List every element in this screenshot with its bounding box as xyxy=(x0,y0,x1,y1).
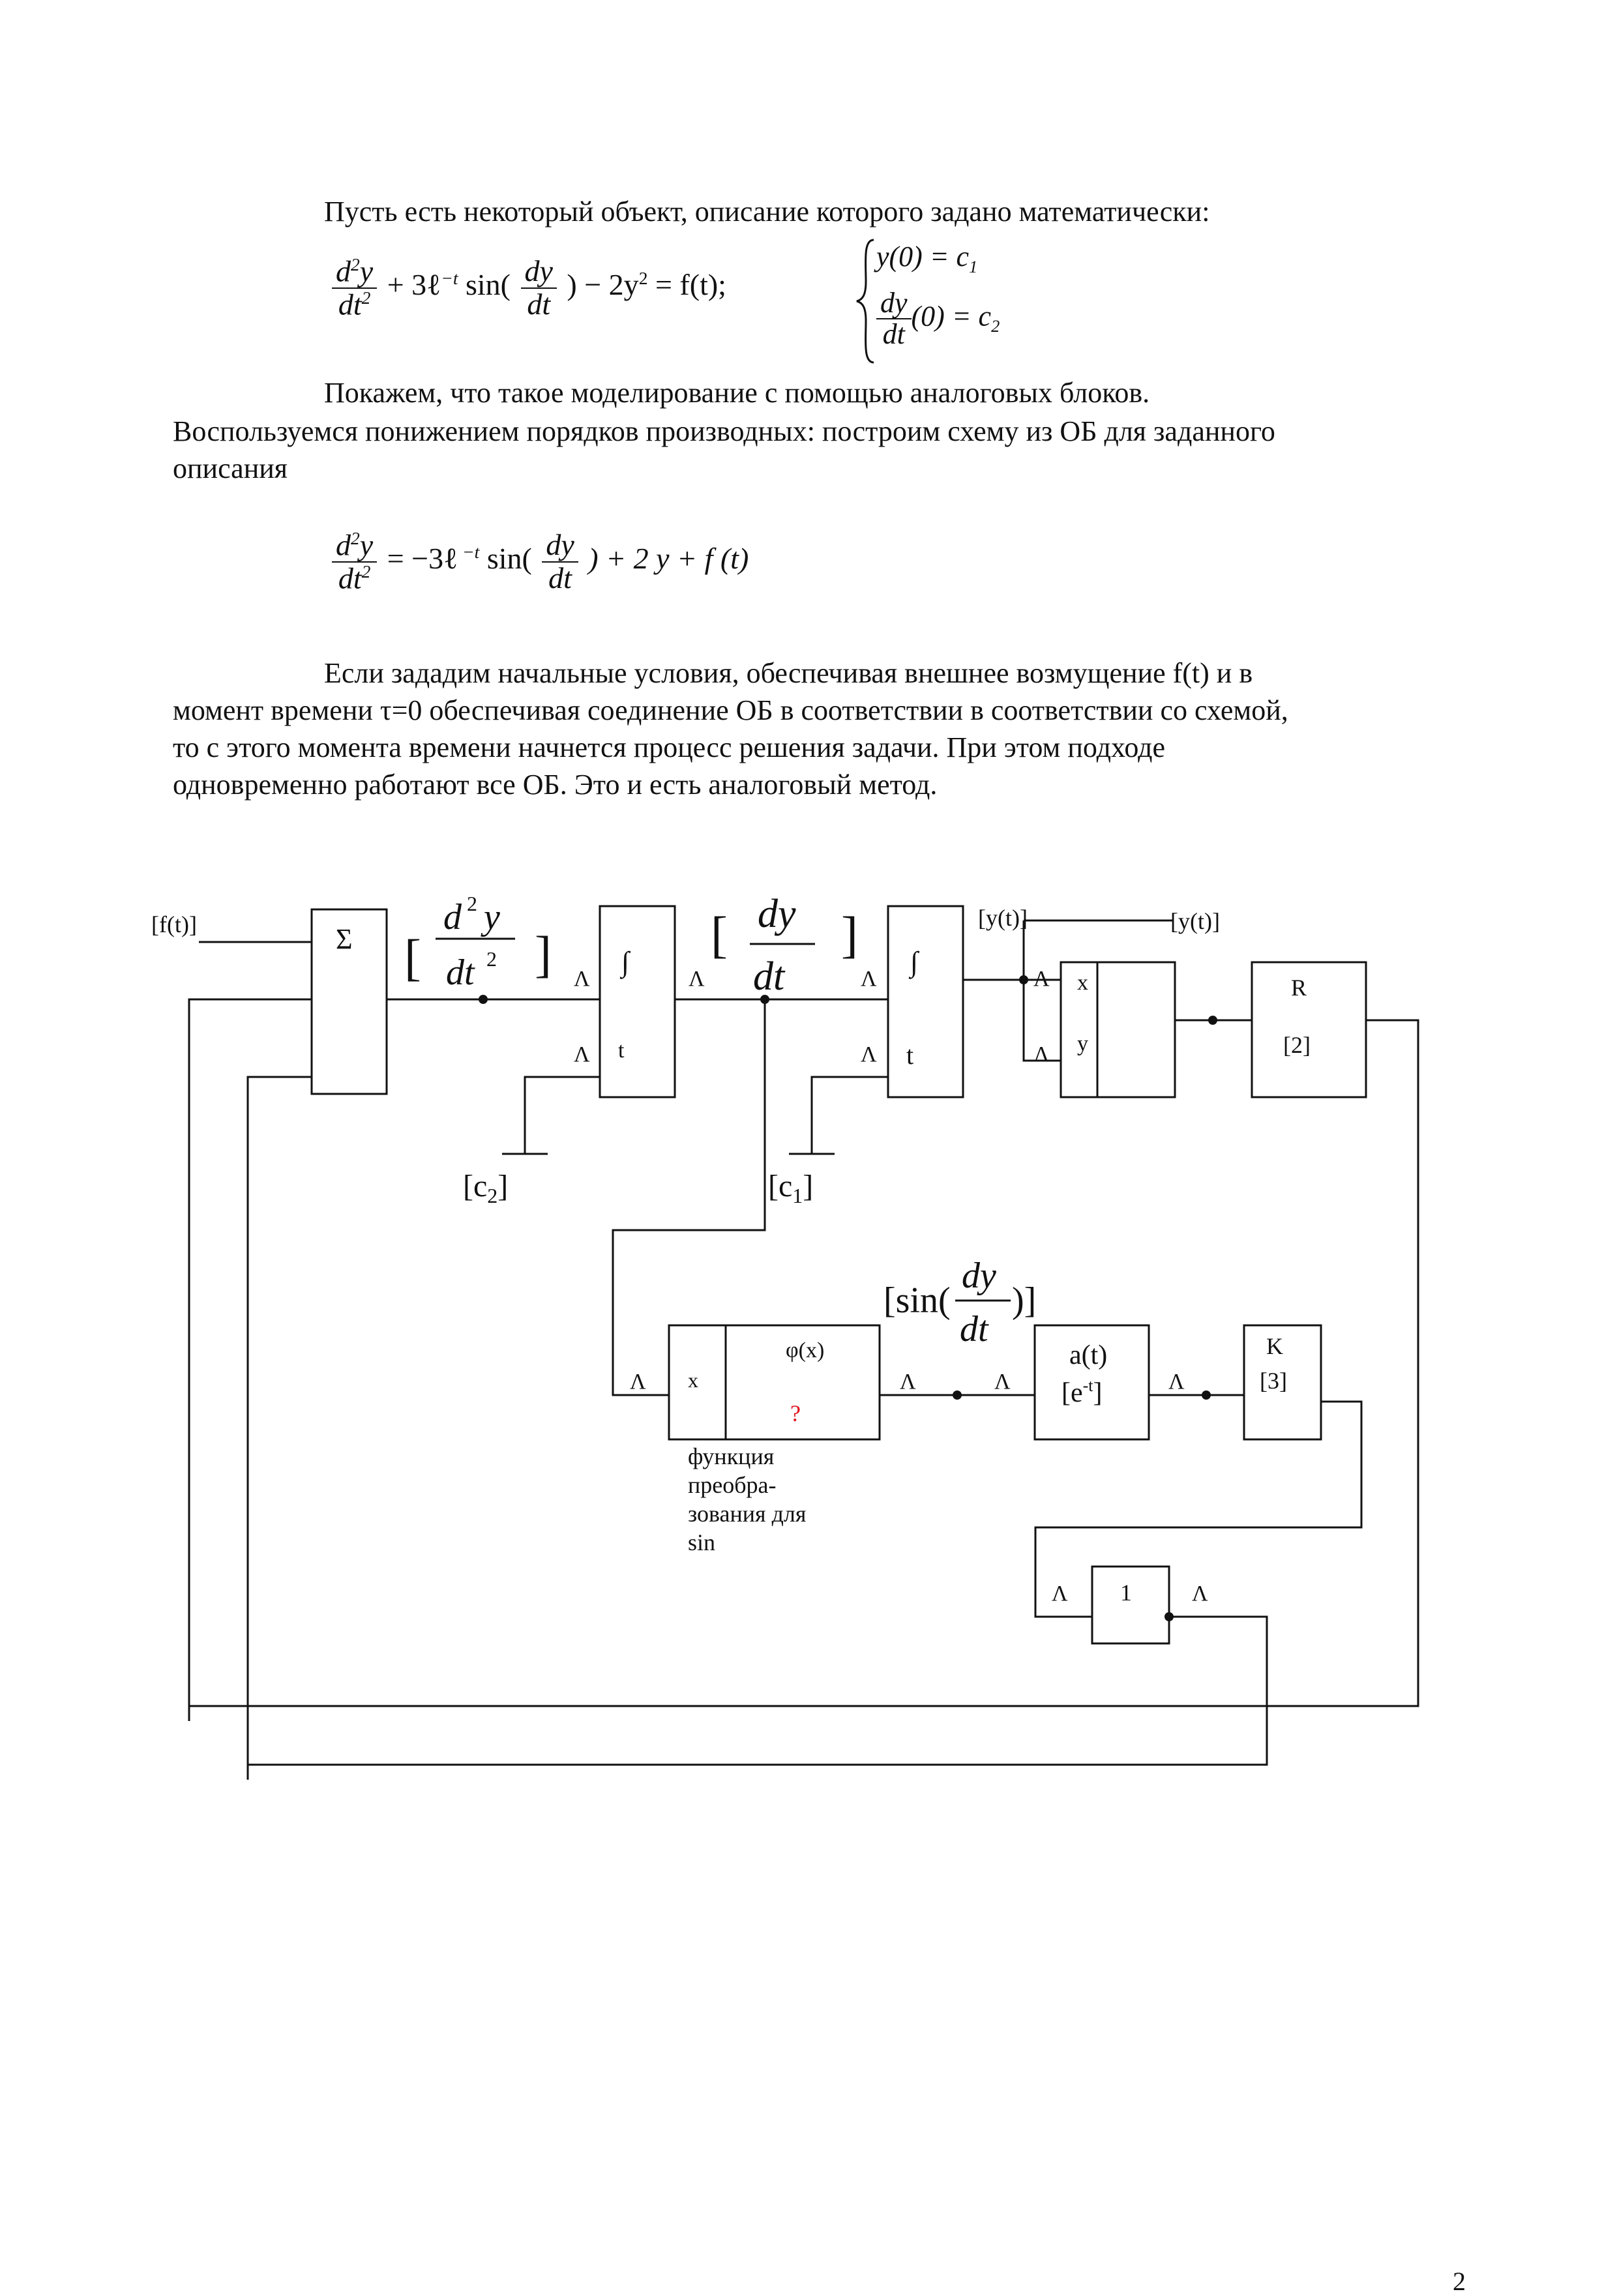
lambda-mark: Λ xyxy=(861,967,877,991)
junction-dot xyxy=(953,1391,962,1400)
c1-label: [c1] xyxy=(768,1169,813,1207)
lambda-mark: Λ xyxy=(994,1370,1011,1394)
inverter-label: 1 xyxy=(1120,1580,1132,1606)
dy-bracket-left: [ xyxy=(711,906,728,963)
phi-label: φ(x) xyxy=(786,1338,824,1362)
equation-1: d2y dt2 + 3ℓ−t sin( dy dt ) − 2y2 = f(t)… xyxy=(329,255,726,320)
d2y-num-d: d xyxy=(443,897,462,937)
k-param: [3] xyxy=(1260,1368,1287,1394)
y-output-label: [y(t)] xyxy=(978,905,1028,931)
r-block xyxy=(1251,961,1367,1098)
d2y-den-sup: 2 xyxy=(486,947,497,971)
eq1-dy-fraction: dy dt xyxy=(520,256,557,320)
sin-label-open: [sin( xyxy=(883,1280,951,1321)
integrator-1-block xyxy=(599,905,676,1098)
junction-dot xyxy=(1019,975,1028,984)
lambda-mark: Λ xyxy=(861,1042,877,1067)
eq1-mid: + 3ℓ xyxy=(387,268,441,302)
d2y-bracket-left: [ xyxy=(404,929,421,986)
lambda-mark: Λ xyxy=(630,1370,646,1394)
if-line-1: Если зададим начальные условия, обеспечи… xyxy=(324,657,1253,689)
show-line-2: Воспользуемся понижением порядков произв… xyxy=(173,415,1275,447)
dy-den: dt xyxy=(753,954,786,999)
mult-x-label: x xyxy=(1077,971,1088,995)
f-input-label: [f(t)] xyxy=(151,911,197,937)
junction-dot xyxy=(1165,1612,1174,1621)
sin-label-close: )] xyxy=(1012,1280,1036,1321)
c2-label: [c2] xyxy=(463,1169,508,1207)
integrator-2-t: t xyxy=(906,1040,913,1070)
k-block xyxy=(1243,1324,1322,1441)
lambda-mark: Λ xyxy=(1168,1370,1185,1394)
eq2-d2y-fraction: d2y dt2 xyxy=(332,529,378,594)
integral-2-symbol: ∫ xyxy=(908,946,920,979)
dy-num: dy xyxy=(758,892,796,936)
d2y-num-y: y xyxy=(481,897,500,937)
lambda-mark: Λ xyxy=(900,1370,916,1394)
if-line-4: одновременно работают все ОБ. Это и есть… xyxy=(173,769,938,801)
if-line-3: то с этого момента времени начнется проц… xyxy=(173,731,1165,763)
a-block xyxy=(1033,1324,1150,1441)
page-number: 2 xyxy=(1453,2267,1466,2296)
eq1-d2y-fraction: d2y dt2 xyxy=(332,255,378,320)
lambda-mark: Λ xyxy=(1052,1582,1068,1606)
question-mark: ? xyxy=(790,1400,801,1426)
fn-caption-line: функция xyxy=(688,1443,774,1469)
r-label: R xyxy=(1291,975,1307,1001)
function-input-x: x xyxy=(688,1368,698,1392)
junction-dot xyxy=(1202,1391,1211,1400)
equation-2: d2y dt2 = −3ℓ −t sin( dy dt ) + 2 y + f … xyxy=(329,529,749,594)
show-line-3: описания xyxy=(173,452,288,484)
k-label: K xyxy=(1266,1333,1283,1359)
integral-1-symbol: ∫ xyxy=(619,946,631,979)
intro-text: Пусть есть некоторый объект, описание ко… xyxy=(324,196,1210,228)
fn-caption-line: преобра- xyxy=(688,1472,777,1498)
sin-dy-den: dt xyxy=(960,1309,989,1349)
lambda-mark: Λ xyxy=(1033,1042,1050,1067)
brace-icon xyxy=(856,239,874,364)
lambda-mark: Λ xyxy=(574,967,590,991)
d2y-bracket-right: ] xyxy=(535,926,552,982)
show-line-1: Покажем, что такое моделирование с помощ… xyxy=(324,377,1150,409)
mult-y-label: y xyxy=(1077,1032,1088,1056)
eq2-dy-fraction: dy dt xyxy=(542,529,578,594)
fn-caption-line: sin xyxy=(688,1529,715,1555)
inverter-block xyxy=(1091,1565,1170,1645)
d2y-num-sup: 2 xyxy=(467,892,477,915)
if-line-2: момент времени τ=0 обеспечивая соединени… xyxy=(173,694,1288,726)
function-block xyxy=(668,1324,881,1441)
integrator-1-t: t xyxy=(618,1038,625,1063)
a-param: [e-t] xyxy=(1061,1376,1103,1408)
a-label: a(t) xyxy=(1069,1340,1107,1370)
lambda-mark: Λ xyxy=(574,1042,590,1067)
junction-dot xyxy=(760,995,769,1004)
fn-caption-line: зования для xyxy=(688,1501,806,1527)
integrator-2-block xyxy=(887,905,964,1098)
sum-block xyxy=(310,908,388,1095)
r-param: [2] xyxy=(1283,1032,1311,1058)
d2y-den: dt xyxy=(446,952,475,993)
junction-dot xyxy=(1208,1016,1217,1025)
sum-symbol: Σ xyxy=(336,923,353,955)
y-output-label-2: [y(t)] xyxy=(1170,908,1220,934)
multiplier-block xyxy=(1060,961,1176,1098)
junction-dot xyxy=(479,995,488,1004)
lambda-mark: Λ xyxy=(1033,967,1050,991)
lambda-mark: Λ xyxy=(1192,1582,1208,1606)
sin-dy-num: dy xyxy=(962,1256,996,1296)
lambda-mark: Λ xyxy=(689,967,705,991)
dy-bracket-right: ] xyxy=(841,906,858,963)
